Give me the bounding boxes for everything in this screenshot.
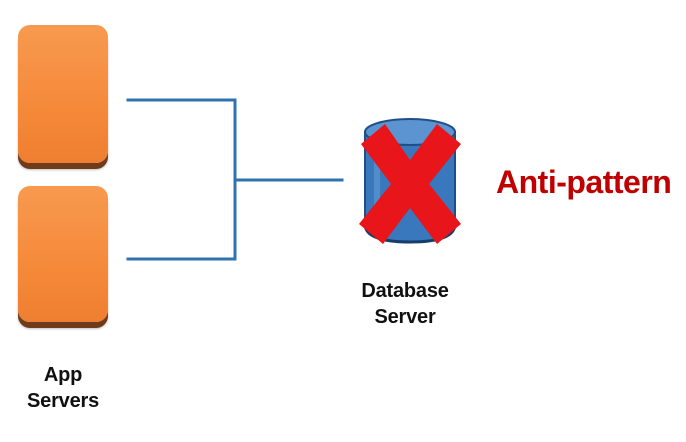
database-label-line-1: Database [361,280,449,302]
app-servers-label: App Servers [8,362,118,414]
app-server-block-2 [18,186,108,322]
red-x-icon [359,124,461,244]
anti-pattern-label: Anti-pattern [496,164,672,200]
database-server-graphic [359,118,461,244]
app-servers-label-line-1: App [43,364,83,386]
app-server-block-1 [18,25,108,163]
database-label-line-2: Server [374,306,436,328]
app-servers-label-line-2: Servers [27,390,99,412]
database-server-label: Database Server [345,278,465,330]
